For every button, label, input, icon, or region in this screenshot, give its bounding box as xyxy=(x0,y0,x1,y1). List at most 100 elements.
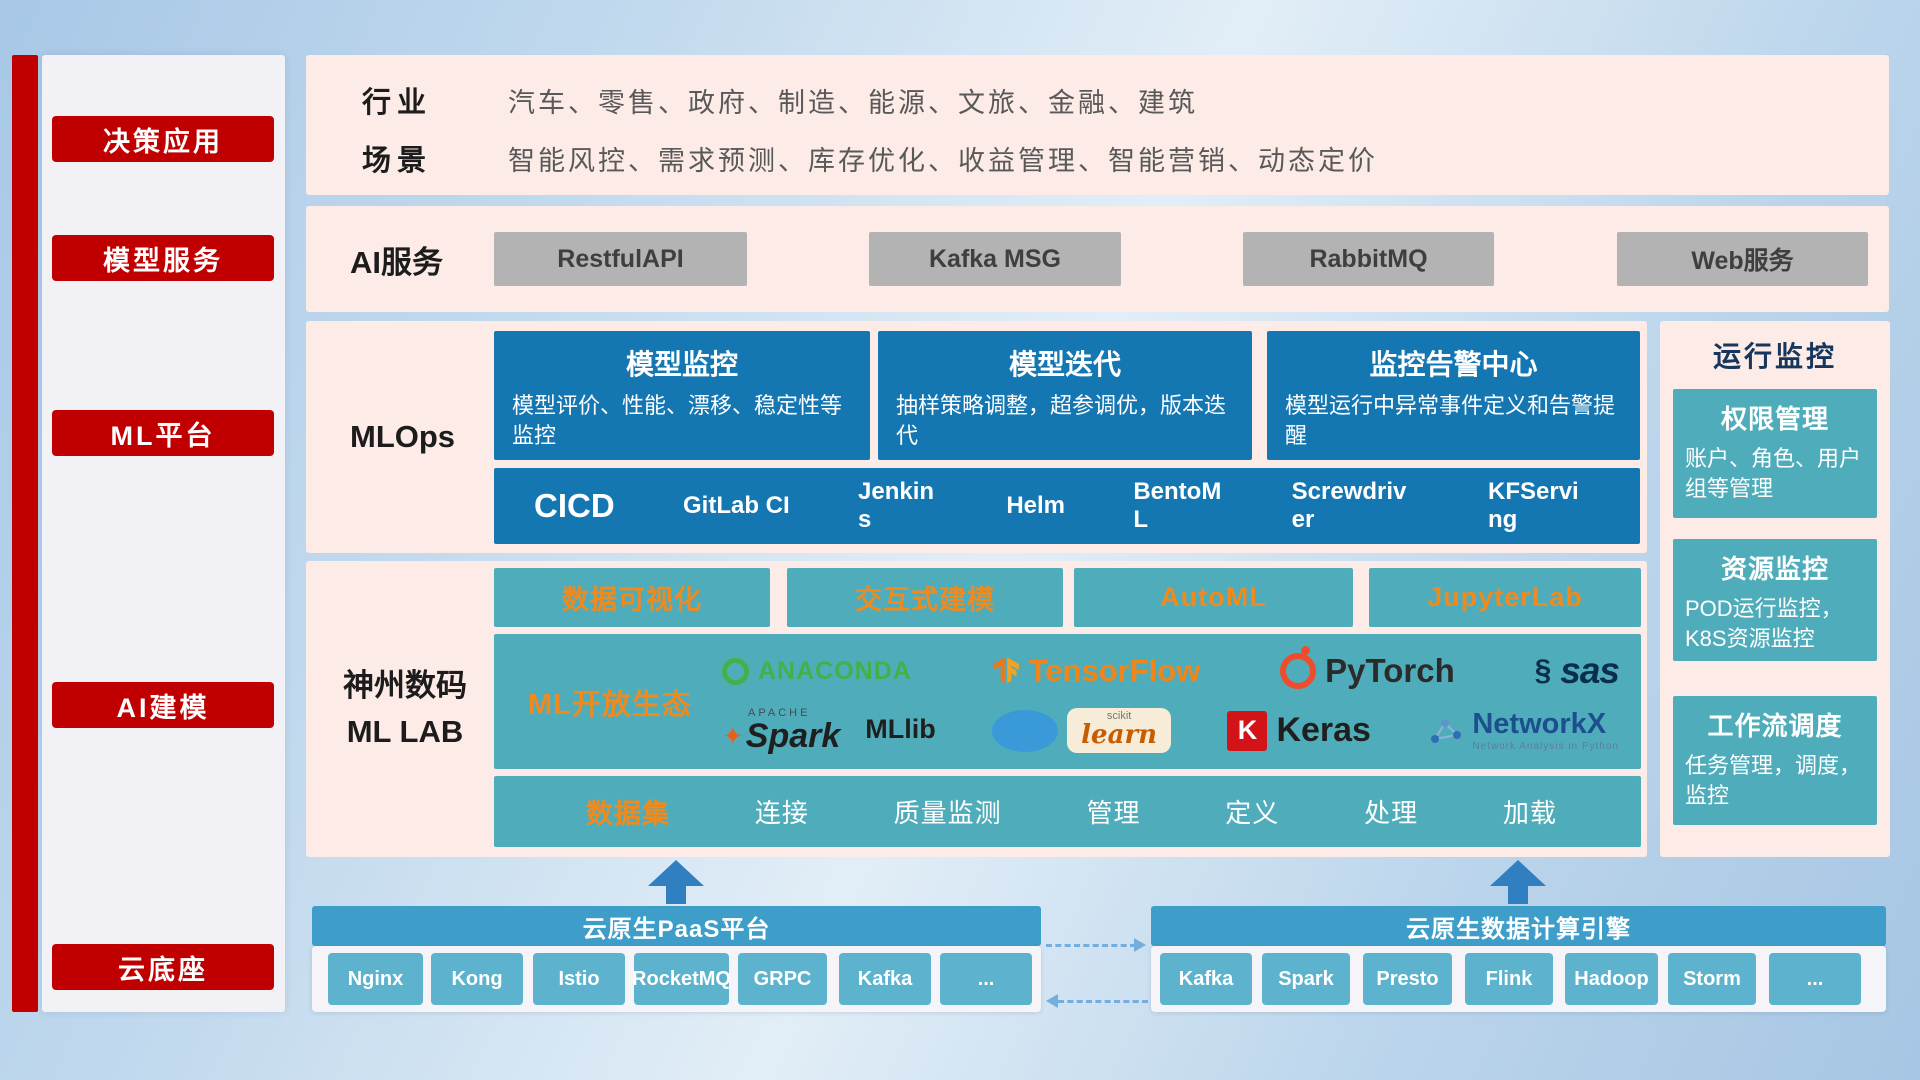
scenario-label: 场景 xyxy=(362,145,433,177)
chip-more: ... xyxy=(940,953,1032,1005)
sas-logo: § sas xyxy=(1534,650,1620,692)
scikit-learn-icon xyxy=(992,709,1059,752)
dataset-label: 数据集 xyxy=(586,799,670,829)
card-title: 监控告警中心 xyxy=(1369,349,1538,380)
card-title: 工作流调度 xyxy=(1707,711,1843,741)
chip-kafka-msg: Kafka MSG xyxy=(869,232,1121,286)
dashed-arrow-right-head xyxy=(1134,938,1146,952)
sidebar-item-decision-apps: 决策应用 xyxy=(52,116,274,162)
industry-value: 汽车、零售、政府、制造、能源、文旅、金融、建筑 xyxy=(508,88,1198,118)
chip-grpc: GRPC xyxy=(738,953,827,1005)
networkx-logo-text: NetworkX xyxy=(1472,707,1607,740)
mllab-title-line2: ML LAB xyxy=(346,714,464,749)
chip-kong: Kong xyxy=(431,953,523,1005)
cicd-item-jenkins: Jenkins xyxy=(858,478,935,533)
networkx-caption: Network Analysis in Python xyxy=(1472,740,1619,752)
card-desc: 账户、角色、用户组等管理 xyxy=(1685,446,1862,501)
card-title: 资源监控 xyxy=(1720,554,1829,584)
industry-scenario-row: 行业 汽车、零售、政府、制造、能源、文旅、金融、建筑 场景 智能风控、需求预测、… xyxy=(306,55,1889,195)
chip-jupyterlab: JupyterLab xyxy=(1369,568,1641,627)
mlops-row: MLOps 模型监控 模型评价、性能、漂移、稳定性等监控 模型迭代 抽样策略调整… xyxy=(306,321,1647,553)
chip-web-service: Web服务 xyxy=(1617,232,1868,286)
card-workflow-scheduler: 工作流调度 任务管理，调度，监控 xyxy=(1673,696,1877,825)
chip-spark: Spark xyxy=(1262,953,1350,1005)
card-resource-monitor: 资源监控 POD运行监控，K8S资源监控 xyxy=(1673,539,1877,661)
runtime-monitor-panel: 运行监控 权限管理 账户、角色、用户组等管理 资源监控 POD运行监控，K8S资… xyxy=(1660,321,1890,857)
tensorflow-logo: TensorFlow xyxy=(992,653,1201,689)
card-permission-mgmt: 权限管理 账户、角色、用户组等管理 xyxy=(1673,389,1877,518)
mlops-label: MLOps xyxy=(350,419,456,454)
chip-more-2: ... xyxy=(1769,953,1861,1005)
tensorflow-logo-text: TensorFlow xyxy=(1028,653,1201,688)
sas-logo-text: sas xyxy=(1560,650,1620,691)
chip-istio: Istio xyxy=(533,953,625,1005)
up-arrow-right xyxy=(1490,860,1546,904)
card-title: 模型迭代 xyxy=(1008,349,1121,380)
arrow-head xyxy=(648,860,704,886)
keras-icon: K xyxy=(1227,710,1268,751)
cicd-title: CICD xyxy=(534,487,615,524)
scikit-learn-logo: scikit learn xyxy=(992,708,1172,753)
pytorch-icon xyxy=(1280,646,1317,689)
cicd-item-gitlab-ci: GitLab CI xyxy=(683,492,790,520)
up-arrow-left xyxy=(648,860,704,904)
anaconda-logo: ANACONDA xyxy=(722,657,912,686)
spark-star-icon: ✦ xyxy=(722,721,744,751)
tensorflow-icon xyxy=(992,657,1019,683)
dashed-arrow-left xyxy=(1058,1000,1148,1003)
learn-logo-text: learn xyxy=(1081,720,1158,750)
pytorch-logo-text: PyTorch xyxy=(1325,652,1455,689)
mllab-row: 神州数码 ML LAB 数据可视化 交互式建模 AutoML JupyterLa… xyxy=(306,561,1647,857)
pytorch-logo: PyTorch xyxy=(1280,646,1455,690)
cicd-bar: CICD GitLab CI Jenkins Helm BentoML Scre… xyxy=(494,468,1640,544)
networkx-icon xyxy=(1431,718,1462,743)
card-title: 模型监控 xyxy=(625,349,738,380)
chip-kafka-2: Kafka xyxy=(1160,953,1252,1005)
chip-interactive-modeling: 交互式建模 xyxy=(787,568,1063,627)
sidebar-item-model-services: 模型服务 xyxy=(52,235,274,281)
industry-label: 行业 xyxy=(362,87,433,119)
mllib-logo-text: MLlib xyxy=(865,714,936,744)
mllab-title: 神州数码 ML LAB xyxy=(320,561,490,857)
dataset-item-load: 加载 xyxy=(1502,798,1557,828)
sas-swoosh-icon: § xyxy=(1534,654,1552,687)
data-engine-bar: 云原生数据计算引擎 xyxy=(1151,906,1886,946)
mllab-title-line1: 神州数码 xyxy=(343,667,467,703)
networkx-logo: NetworkX Network Analysis in Python xyxy=(1427,707,1619,752)
paas-tray: Nginx Kong Istio RocketMQ GRPC Kafka ... xyxy=(312,946,1041,1012)
anaconda-icon xyxy=(722,657,749,685)
dataset-item-quality: 质量监测 xyxy=(893,798,1002,828)
chip-data-visualization: 数据可视化 xyxy=(494,568,770,627)
chip-storm: Storm xyxy=(1668,953,1756,1005)
chip-flink: Flink xyxy=(1465,953,1553,1005)
dataset-item-connect: 连接 xyxy=(754,798,809,828)
card-desc: POD运行监控，K8S资源监控 xyxy=(1685,596,1843,651)
apache-label: APACHE xyxy=(748,707,811,719)
keras-logo-text: Keras xyxy=(1276,711,1371,749)
arrow-stem xyxy=(666,886,686,904)
paas-bar: 云原生PaaS平台 xyxy=(312,906,1041,946)
card-title: 权限管理 xyxy=(1720,404,1829,434)
dataset-bar: 数据集 连接 质量监测 管理 定义 处理 加载 xyxy=(494,776,1641,847)
ml-open-ecosystem-box: ML开放生态 ANACONDA TensorFlow xyxy=(494,634,1641,769)
cicd-item-helm: Helm xyxy=(1006,492,1066,520)
scenario-value: 智能风控、需求预测、库存优化、收益管理、智能营销、动态定价 xyxy=(508,146,1378,176)
spark-mllib-logo: APACHE ✦ Spark MLlib xyxy=(722,707,936,755)
spark-logo-text: Spark xyxy=(745,717,841,755)
sidebar: 决策应用 模型服务 ML平台 AI建模 云底座 xyxy=(42,55,285,1012)
chip-presto: Presto xyxy=(1363,953,1452,1005)
card-desc: 任务管理，调度，监控 xyxy=(1685,753,1862,808)
chip-nginx: Nginx xyxy=(328,953,423,1005)
chip-kafka: Kafka xyxy=(839,953,931,1005)
card-model-monitoring: 模型监控 模型评价、性能、漂移、稳定性等监控 xyxy=(494,331,870,460)
card-desc: 模型运行中异常事件定义和告警提醒 xyxy=(1285,393,1616,448)
scikit-label: scikit xyxy=(1106,710,1132,722)
chip-automl: AutoML xyxy=(1074,568,1353,627)
keras-logo: K Keras xyxy=(1227,710,1371,751)
cicd-item-kfserving: KFServing xyxy=(1488,478,1579,533)
card-desc: 模型评价、性能、漂移、稳定性等监控 xyxy=(512,393,843,448)
cicd-item-bentoml: BentoML xyxy=(1133,478,1222,533)
anaconda-logo-text: ANACONDA xyxy=(758,656,912,685)
cicd-item-screwdriver: Screwdriver xyxy=(1291,478,1407,533)
sidebar-item-ai-modeling: AI建模 xyxy=(52,682,274,728)
